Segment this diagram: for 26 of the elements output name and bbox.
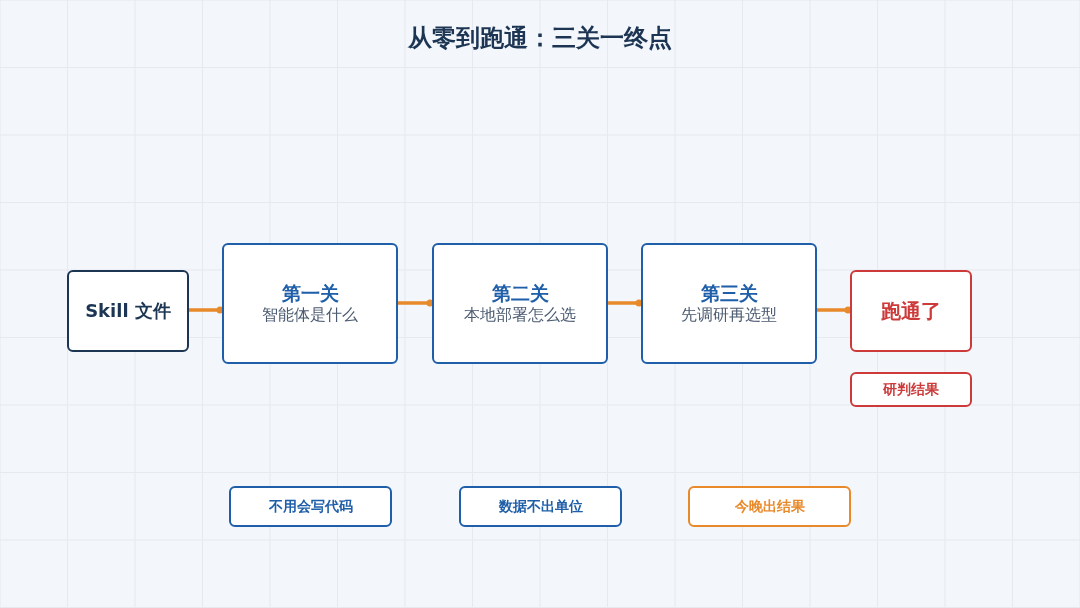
stage-title: 第三关 bbox=[700, 281, 758, 306]
box-label: 跑通了 bbox=[881, 298, 941, 324]
stage-subtitle: 智能体是什么 bbox=[262, 305, 358, 326]
stage-title: 第二关 bbox=[491, 281, 549, 306]
title: 从零到跑通：三关一终点 bbox=[407, 23, 673, 54]
stage-box bbox=[641, 243, 817, 364]
box-label: 今晚出结果 bbox=[734, 497, 805, 516]
stage-box bbox=[432, 243, 608, 364]
connector-line bbox=[817, 306, 852, 314]
note-box bbox=[850, 372, 972, 407]
stage-box bbox=[222, 243, 398, 364]
box-label: 研判结果 bbox=[883, 380, 939, 399]
box-label: 数据不出单位 bbox=[498, 497, 583, 516]
connector-line bbox=[189, 306, 224, 314]
connector-line bbox=[398, 299, 434, 307]
stage-title: 第一关 bbox=[281, 281, 339, 306]
box-label: 不用会写代码 bbox=[268, 497, 353, 516]
start-box bbox=[67, 270, 189, 352]
connector-line bbox=[608, 299, 643, 307]
box-label: Skill 文件 bbox=[85, 299, 171, 323]
note-box bbox=[459, 486, 622, 527]
stage-subtitle: 先调研再选型 bbox=[681, 305, 777, 326]
goal-box bbox=[850, 270, 972, 352]
note-box bbox=[688, 486, 851, 527]
stage-subtitle: 本地部署怎么选 bbox=[464, 305, 576, 326]
note-box bbox=[229, 486, 392, 527]
